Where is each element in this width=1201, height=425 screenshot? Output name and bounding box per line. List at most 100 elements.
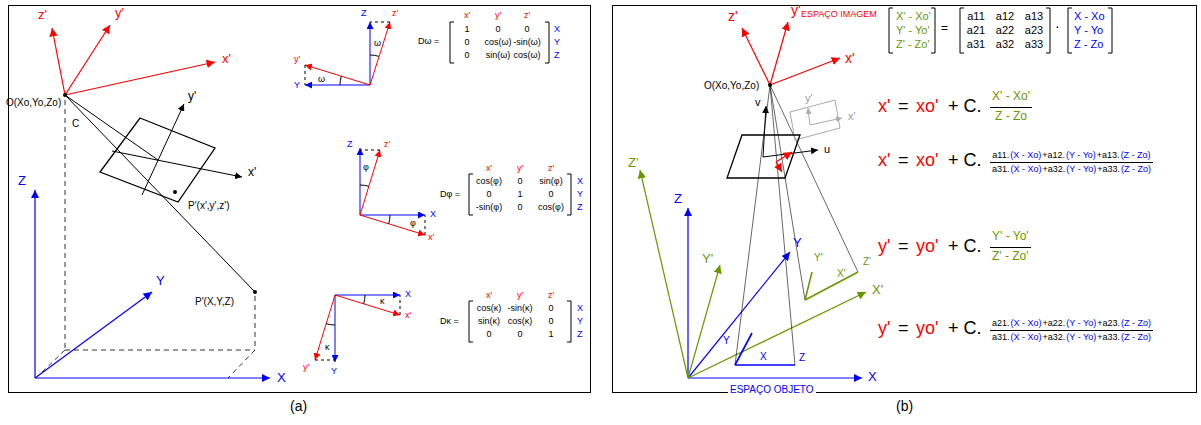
camera-axis — [770, 22, 788, 85]
rotated-plane — [790, 100, 842, 140]
matrix-cell: 0 — [548, 189, 553, 199]
object-marker — [735, 333, 752, 365]
axis-label: X — [277, 371, 286, 386]
matrix-bracket — [450, 22, 571, 342]
fraction-bar — [990, 162, 1153, 163]
formula-term: = — [898, 236, 909, 257]
denominator: a31. — [992, 164, 1010, 174]
point-label: P'(X,Y,Z) — [195, 296, 234, 308]
matrix-cell: 0 — [486, 329, 491, 339]
denominator: +a33. — [1097, 164, 1120, 174]
formula-term: = — [898, 318, 909, 339]
object-axis — [688, 265, 720, 378]
axis-label: X — [405, 289, 411, 299]
rotation-sketch — [370, 22, 390, 23]
matrix-bracket — [1108, 8, 1112, 53]
row-label: Y — [577, 316, 583, 326]
matrix-bracket — [889, 8, 1112, 53]
point-label: O(Xo,Yo,Zo) — [6, 97, 61, 109]
denominator: Z' - Zo' — [992, 250, 1029, 264]
row-label: Z — [577, 329, 583, 339]
axis-label: y' — [791, 2, 801, 18]
matrix-bracket — [931, 8, 935, 53]
projection-dash — [38, 100, 255, 378]
axis-label: Y — [294, 80, 300, 90]
matrix-cell: sin(κ) — [478, 316, 500, 326]
matrix-cell: a23 — [1025, 24, 1043, 37]
denominator: (Z - Zo) — [1121, 332, 1151, 342]
axis-label: Z — [674, 192, 682, 207]
denominator: a31. — [992, 332, 1010, 342]
camera-axis — [742, 28, 770, 85]
formula-term: yo' — [916, 236, 938, 257]
rotation-sketch — [364, 295, 365, 304]
column-label: x' — [486, 163, 492, 173]
formula-term: = — [898, 96, 909, 117]
numerator: (Y - Yo) — [1066, 150, 1096, 160]
angle-label: ω — [318, 74, 325, 84]
rotated-plane — [810, 118, 842, 125]
object-marker — [805, 272, 812, 300]
axis-label: y' — [115, 6, 124, 21]
column-label: x' — [486, 290, 492, 300]
formula-term: xo' — [916, 150, 938, 171]
axis-label: x' — [248, 166, 256, 180]
axis-label: Y — [723, 335, 730, 347]
image-axis — [776, 152, 792, 172]
denominator: +a32. — [1043, 332, 1066, 342]
matrix-cell: 0 — [486, 189, 491, 199]
axis-label: X — [430, 209, 436, 219]
row-label: Y — [577, 189, 583, 199]
point-dot — [768, 83, 772, 87]
matrix-cell: X' - Xo' — [896, 10, 931, 23]
point-dot — [173, 190, 177, 194]
numerator: +a12. — [1042, 150, 1065, 160]
matrix-cell: cos(ω) — [513, 50, 540, 60]
formula-term: + C. — [948, 318, 982, 339]
fraction-bar — [990, 107, 1032, 108]
axis-label: x' — [405, 310, 411, 320]
projection-dash — [65, 100, 66, 350]
point-dot — [253, 290, 257, 294]
projection-dash — [255, 296, 256, 350]
world-axis — [687, 208, 688, 378]
camera-axis — [742, 22, 840, 85]
world-axis — [35, 190, 270, 378]
rotation-sketch — [360, 150, 380, 151]
row-label: Y — [554, 37, 560, 47]
matrix-cell: 1 — [517, 189, 522, 199]
panel-label: (a) — [290, 398, 307, 414]
projection-ray — [735, 85, 770, 365]
denominator: Z - Zo — [995, 110, 1027, 124]
rotation-sketch — [315, 295, 400, 362]
world-axis — [688, 252, 790, 378]
numerator: a11. — [992, 150, 1009, 160]
matrix-cell: a21 — [967, 24, 985, 37]
axis-label: x' — [848, 110, 856, 123]
rotation-sketch — [370, 22, 390, 85]
projection-dash — [38, 350, 65, 376]
axis-label: v — [755, 96, 761, 109]
matrix-cell: Y' - Yo' — [896, 24, 930, 37]
column-label: z' — [524, 10, 530, 20]
object-axis — [688, 292, 866, 378]
formula-term: y' — [878, 236, 890, 257]
rotation-sketch — [335, 295, 400, 296]
axis-label: x' — [845, 50, 855, 66]
formula-term: + C. — [948, 96, 982, 117]
matrix-cell: 0 — [517, 176, 522, 186]
matrix-cell: 0 — [464, 37, 469, 47]
matrix-cell: cos(κ) — [508, 316, 533, 326]
matrix-cell: cos(φ) — [538, 202, 564, 212]
rotation-sketch — [389, 215, 390, 224]
projection-ray — [770, 85, 795, 365]
image-axis — [65, 95, 255, 292]
denominator: (X - Xo) — [1011, 164, 1042, 174]
rotation-sketch — [305, 22, 390, 85]
axis-label: Z' — [628, 156, 638, 171]
axis-label: x' — [222, 52, 231, 67]
panel-frame — [9, 6, 1197, 393]
fraction-bar — [990, 247, 1031, 248]
image-axis — [65, 95, 158, 160]
